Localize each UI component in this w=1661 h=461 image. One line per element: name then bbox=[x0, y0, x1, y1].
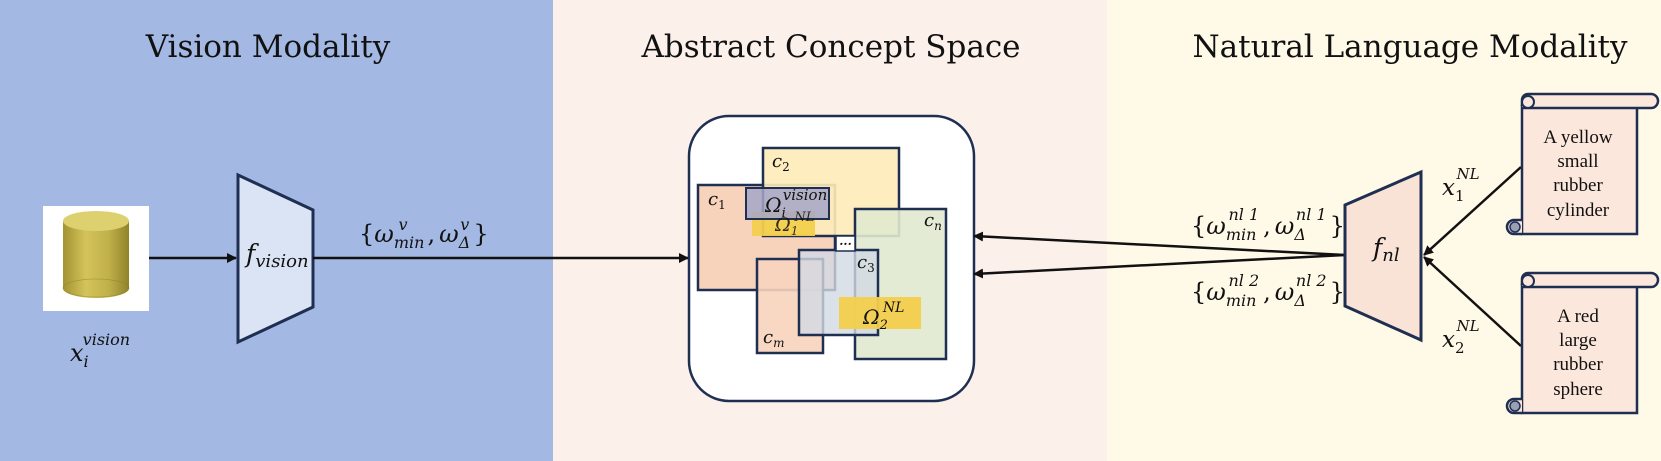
concept-label-c3: c3 bbox=[857, 252, 875, 275]
nl-input2-label: x2NL bbox=[1442, 317, 1480, 357]
omega-nl1-label: Ω1NL bbox=[774, 210, 814, 238]
omega-nl2-label: Ω2NL bbox=[862, 300, 904, 333]
language-encoder-label: fnl bbox=[1371, 233, 1400, 266]
scroll2-line-4: sphere bbox=[1553, 379, 1603, 400]
vision-encoder-label: fvision bbox=[244, 239, 309, 272]
nl1-box-params-label: {ωminnl 1,ωΔnl 1} bbox=[1191, 205, 1345, 244]
scroll2-line-2: large bbox=[1559, 330, 1597, 351]
scroll1-line-1: A yellow bbox=[1543, 127, 1612, 148]
language-title: Natural Language Modality bbox=[1193, 29, 1628, 65]
concept-label-cm: cm bbox=[763, 327, 784, 350]
nl1-to-concept-arrow bbox=[973, 231, 1346, 257]
scroll2-to-encoder-arrow bbox=[1423, 256, 1522, 347]
scroll1-to-encoder-arrow bbox=[1423, 166, 1522, 256]
scroll2-line-1: A red bbox=[1557, 306, 1599, 327]
text-scroll-2: A red large rubber sphere bbox=[1505, 271, 1660, 415]
nl2-to-concept-arrow bbox=[973, 253, 1346, 279]
scroll1-line-3: rubber bbox=[1553, 175, 1603, 196]
omega-vision-region bbox=[745, 187, 830, 220]
vision-title: Vision Modality bbox=[145, 29, 391, 65]
vision-encoder: fvision bbox=[236, 172, 315, 345]
concept-label-c1: c1 bbox=[708, 189, 726, 212]
concept-title: Abstract Concept Space bbox=[640, 29, 1020, 65]
omega-vision-label: Ωivision bbox=[764, 186, 827, 221]
more-concepts-ellipsis-box bbox=[835, 235, 856, 252]
text-scroll-1: A yellow small rubber cylinder bbox=[1505, 92, 1660, 236]
vision-box-params-label: {ωminv,ωΔv} bbox=[359, 215, 489, 252]
concept-label-c2: c2 bbox=[772, 151, 790, 174]
nl2-box-params-label: {ωminnl 2,ωΔnl 2} bbox=[1191, 271, 1345, 310]
nl-input1-label: x1NL bbox=[1442, 165, 1480, 205]
scroll1-line-2: small bbox=[1557, 151, 1598, 172]
scroll2-line-3: rubber bbox=[1553, 354, 1603, 375]
more-concepts-ellipsis: ··· bbox=[839, 237, 852, 251]
language-encoder: fnl bbox=[1343, 169, 1423, 343]
vision-input-label: xivision bbox=[70, 330, 130, 371]
vision-input-image bbox=[43, 206, 149, 311]
scroll1-line-4: cylinder bbox=[1547, 200, 1610, 221]
omega-nl2-region bbox=[839, 297, 921, 329]
yellow-cylinder-image bbox=[62, 211, 130, 298]
concept-label-cn: cn bbox=[924, 210, 942, 233]
